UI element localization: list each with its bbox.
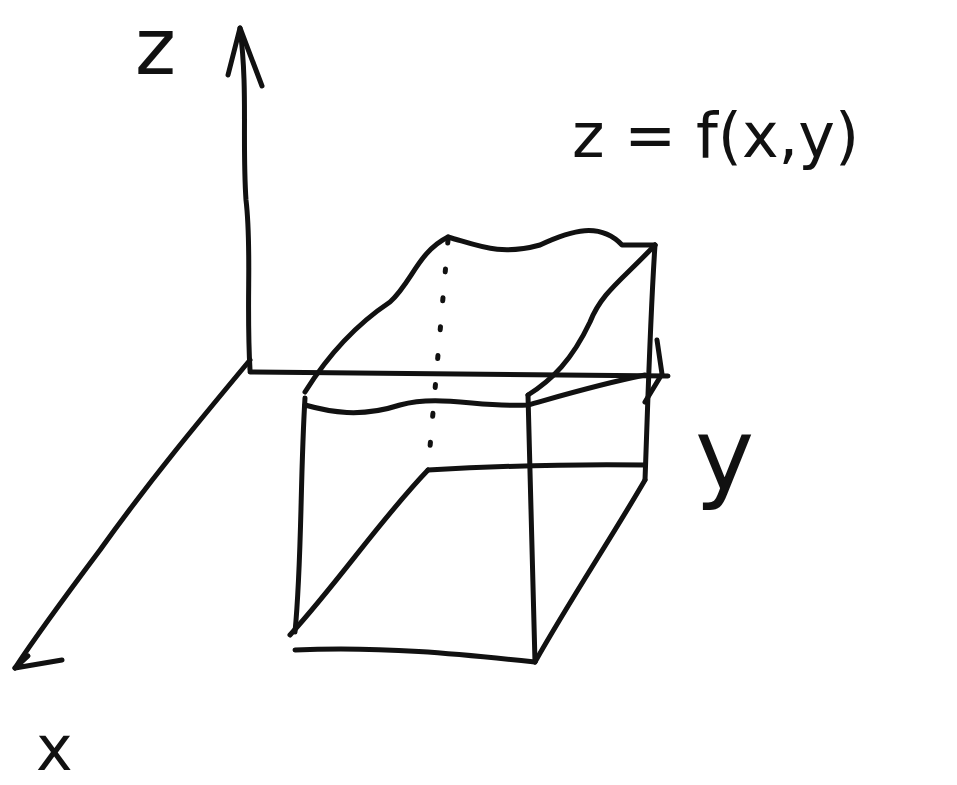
surface-front-curve (305, 375, 645, 413)
bottom-back-edge (428, 465, 645, 470)
front-left-edge (295, 398, 305, 632)
x-arrowhead (15, 656, 62, 668)
axis-label: x (36, 718, 73, 780)
y-axis (250, 372, 668, 376)
z-axis (240, 28, 250, 370)
axis-label: z (135, 8, 176, 86)
surface-back-curve (448, 231, 655, 250)
bottom-left-edge (290, 470, 428, 635)
back-right-edge (645, 245, 655, 480)
bottom-right-edge (535, 480, 645, 662)
function-label: z = f(x,y) (572, 105, 859, 167)
front-right-edge (528, 395, 535, 662)
bottom-front-edge (295, 649, 535, 662)
axis-label: y (695, 405, 754, 505)
z-arrowhead (228, 28, 262, 86)
x-axis (15, 360, 250, 668)
surface-left-curve (305, 237, 448, 392)
surface-right-curve (528, 245, 655, 395)
hidden-edge (428, 240, 448, 470)
